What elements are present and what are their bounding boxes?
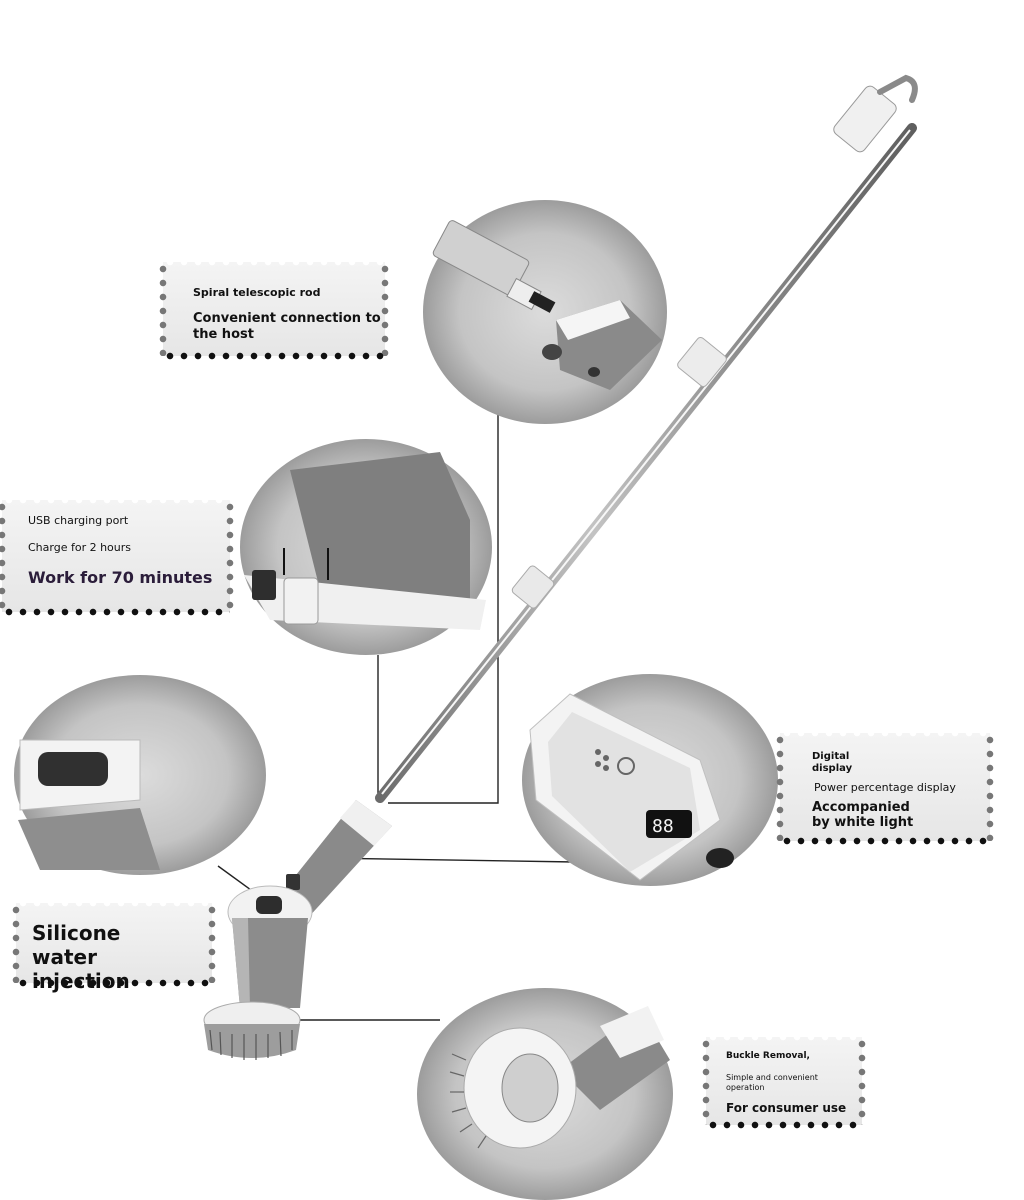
label-rod-line2: Convenient connection to the host: [193, 311, 381, 342]
label-digital-display: Digital display Power percentage display…: [775, 728, 995, 846]
label-usb-line3: Work for 70 minutes: [28, 568, 213, 587]
zoom-bubble-usb: [240, 439, 492, 655]
label-telescopic-rod: Spiral telescopic rod Convenient connect…: [158, 257, 390, 361]
zoom-bubble-brush: [417, 988, 673, 1200]
label-rod-line1: Spiral telescopic rod: [193, 286, 321, 299]
label-buckle-line3: For consumer use: [726, 1101, 847, 1115]
zoom-bubble-button: [14, 675, 266, 875]
label-silicone-water: Silicone water injection: [11, 898, 217, 993]
label-usb-line1: USB charging port: [28, 514, 129, 527]
label-display-line2: Power percentage display: [814, 781, 956, 794]
label-usb-line2: Charge for 2 hours: [28, 541, 132, 554]
label-buckle-removal: Buckle Removal, Simple and convenient op…: [701, 1032, 867, 1130]
svg-text:88: 88: [652, 816, 674, 837]
telescopic-pole: [375, 74, 918, 803]
scrubber-body: [203, 800, 392, 1060]
zoom-bubble-rod: [423, 200, 667, 424]
label-usb-charging: USB charging port Charge for 2 hours Wor…: [0, 495, 235, 617]
label-silicone-line1: Silicone water injection: [32, 921, 130, 993]
label-buckle-line1: Buckle Removal,: [726, 1051, 810, 1061]
label-display-line1: Digital display: [812, 751, 853, 774]
label-buckle-line2: Simple and convenient operation: [726, 1073, 818, 1092]
label-display-line3: Accompanied by white light: [812, 800, 914, 830]
zoom-bubble-display: 88: [522, 674, 778, 886]
